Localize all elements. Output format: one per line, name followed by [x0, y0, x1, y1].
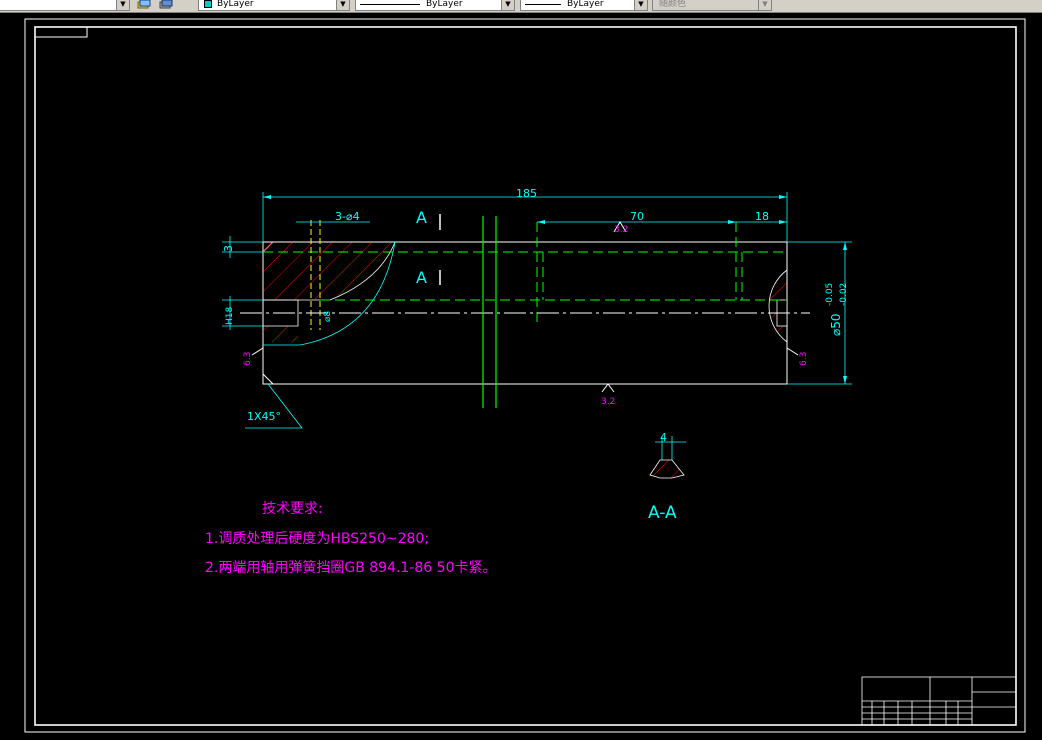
plotstyle-dropdown[interactable]: 随颜色 ▼	[652, 0, 772, 11]
yellow-hidden-lines	[310, 220, 321, 330]
chevron-down-icon[interactable]: ▼	[336, 0, 349, 10]
dim-185: 185	[516, 187, 537, 200]
lineweight-dropdown[interactable]: ByLayer ▼	[520, 0, 648, 11]
roughness-left: 6.3	[243, 352, 253, 366]
notes-line-2: 2.两端用轴用弹簧挡圈GB 894.1-86 50卡紧。	[205, 560, 496, 576]
linetype-sample	[360, 4, 420, 5]
dim-chamfer: 1X45°	[247, 410, 281, 423]
right-end-hatch	[768, 269, 788, 343]
dim-diameter: ⌀50	[829, 314, 843, 337]
dim-tol-upper: -0.05	[825, 283, 835, 306]
dim-70: 70	[630, 210, 644, 223]
chevron-down-icon[interactable]: ▼	[501, 0, 514, 10]
properties-toolbar: ▼ ByLayer ▼ ByLayer ▼ ByLayer ▼ 随颜色 ▼	[0, 0, 1042, 13]
dim-3-d4: 3-⌀4	[335, 210, 360, 223]
color-swatch-icon	[204, 0, 212, 8]
dimension-lines	[222, 192, 852, 460]
chevron-down-icon[interactable]: ▼	[634, 0, 647, 10]
chevron-down-icon[interactable]: ▼	[116, 0, 129, 10]
section-label-bottom: A	[416, 268, 427, 287]
lineweight-dropdown-value: ByLayer	[567, 0, 604, 9]
lineweight-sample	[525, 4, 561, 5]
roughness-bottom: 3.2	[601, 397, 615, 407]
left-section-hatch	[262, 241, 396, 346]
plotstyle-dropdown-value: 随颜色	[659, 0, 687, 9]
section-label-top: A	[416, 208, 427, 227]
color-dropdown[interactable]: ▼	[0, 0, 130, 11]
section-view-title: A-A	[648, 503, 677, 523]
chevron-down-icon[interactable]: ▼	[758, 0, 771, 10]
roughness-symbols	[251, 221, 799, 393]
hidden-lines	[263, 222, 787, 325]
layer-manager-icon[interactable]	[136, 0, 152, 11]
layer-dropdown-value: ByLayer	[217, 0, 254, 9]
dim-18: 18	[755, 210, 769, 223]
drawing-frame	[24, 18, 1026, 733]
title-block	[861, 676, 1017, 726]
linetype-dropdown-value: ByLayer	[426, 0, 463, 9]
drawing-canvas[interactable]: 185 3-⌀4 70 18 1X45° 4 3 H18 ⌀8 ⌀50 -0.0…	[0, 12, 1042, 740]
technical-notes: 技术要求: 1.调质处理后硬度为HBS250~280; 2.两端用轴用弹簧挡圈G…	[205, 501, 496, 576]
dimension-text: 185 3-⌀4 70 18 1X45° 4 3 H18 ⌀8 ⌀50 -0.0…	[222, 187, 849, 523]
dim-section-width: 4	[660, 431, 667, 444]
dim-left-height: H18	[225, 307, 235, 325]
roughness-right: 6.3	[799, 352, 809, 366]
dimension-arrows	[263, 195, 847, 384]
linetype-dropdown[interactable]: ByLayer ▼	[355, 0, 515, 11]
roughness-top: 3.2	[614, 225, 628, 235]
dim-hole-dia: ⌀8	[323, 311, 333, 322]
dim-tol-lower: -0.02	[839, 283, 849, 306]
dim-top-depth: 3	[222, 245, 235, 252]
layer-dropdown[interactable]: ByLayer ▼	[198, 0, 350, 11]
notes-line-1: 1.调质处理后硬度为HBS250~280;	[205, 531, 429, 547]
layer-previous-icon[interactable]	[158, 0, 174, 11]
section-cut-lines	[482, 216, 497, 408]
section-aa-view	[649, 459, 685, 479]
notes-heading: 技术要求:	[262, 501, 323, 517]
roughness-text: 6.3 6.3 3.2 3.2	[243, 225, 809, 407]
